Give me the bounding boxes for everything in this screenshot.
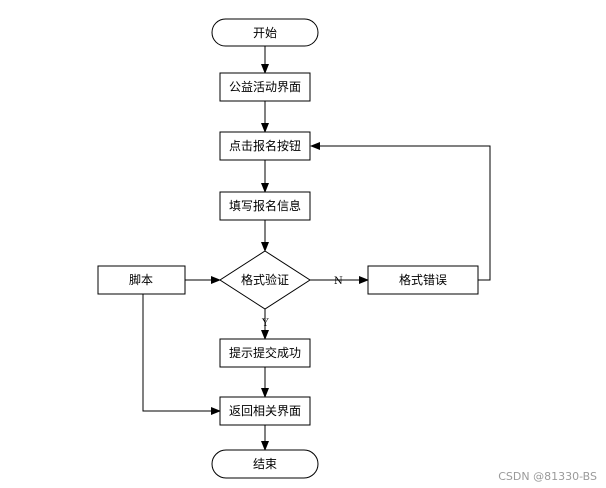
label-yes: Y [261, 318, 269, 329]
edge-error-back-to-click [310, 142, 491, 281]
format-check-label: 格式验证 [241, 272, 289, 287]
edge-script-to-return [142, 294, 221, 415]
decision-format-check: 格式验证 [219, 250, 311, 310]
format-error-label: 格式错误 [399, 272, 447, 287]
start-terminator: 开始 [211, 18, 319, 47]
click-signup-label: 点击报名按钮 [229, 138, 301, 153]
watermark: CSDN @81330-BS [498, 470, 597, 483]
submit-success-label: 提示提交成功 [229, 345, 301, 360]
label-no: N [334, 276, 343, 287]
process-return-page: 返回相关界面 [219, 396, 311, 426]
process-script: 脚本 [97, 265, 186, 295]
start-label: 开始 [253, 26, 277, 40]
end-terminator: 结束 [211, 449, 319, 479]
fill-info-label: 填写报名信息 [229, 198, 301, 213]
process-fill-info: 填写报名信息 [219, 191, 311, 221]
script-label: 脚本 [129, 272, 153, 287]
process-submit-success: 提示提交成功 [219, 338, 311, 368]
process-click-signup: 点击报名按钮 [219, 131, 311, 161]
activity-page-label: 公益活动界面 [229, 80, 301, 94]
process-activity-page: 公益活动界面 [219, 72, 311, 102]
process-format-error: 格式错误 [367, 265, 479, 295]
edges [142, 46, 491, 451]
end-label: 结束 [253, 457, 277, 471]
return-page-label: 返回相关界面 [229, 404, 301, 418]
